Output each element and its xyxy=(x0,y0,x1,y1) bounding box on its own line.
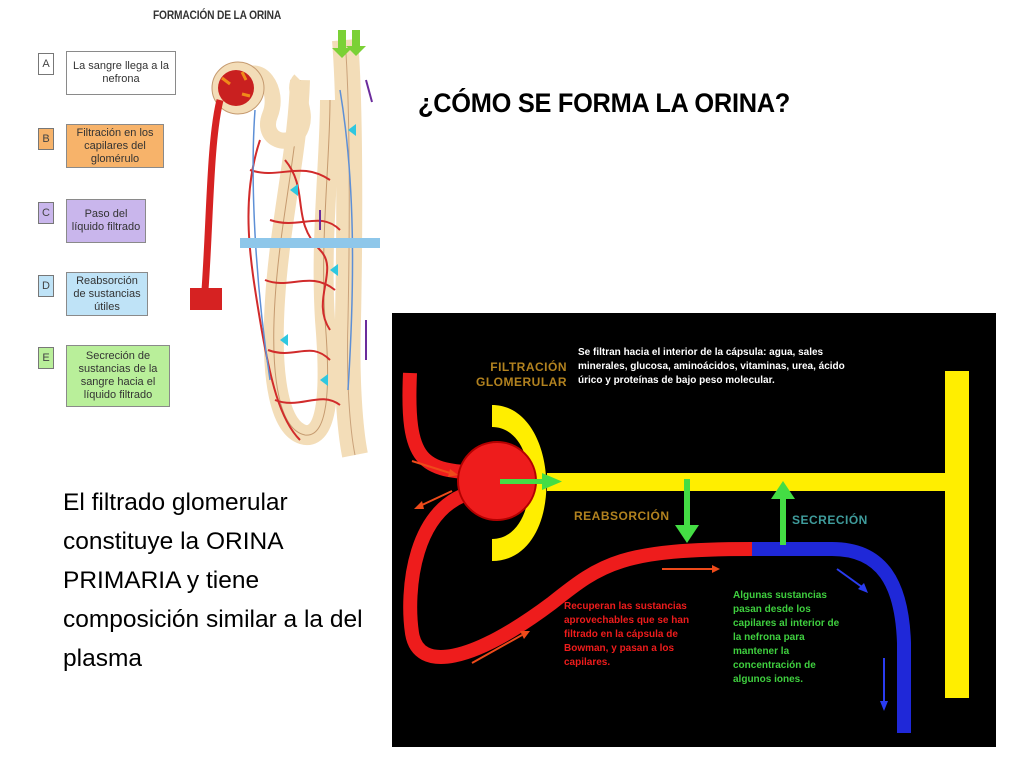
step-box-e: Secreción de sustancias de la sangre hac… xyxy=(66,345,170,407)
vein-flow-arrows xyxy=(836,568,888,711)
body-paragraph: El filtrado glomerular constituye la ORI… xyxy=(63,489,363,672)
nephron-illustration xyxy=(190,30,380,458)
step-box-c: Paso del líquido filtrado xyxy=(66,199,146,243)
vein xyxy=(752,542,911,733)
figure-title: FORMACIÓN DE LA ORINA xyxy=(153,8,282,22)
reabsorption-arrow xyxy=(675,479,699,543)
bowman-capsule xyxy=(492,405,547,561)
label-secretion: SECRECIÓN xyxy=(792,513,868,527)
page-title: ¿CÓMO SE FORMA LA ORINA? xyxy=(418,88,791,118)
label-filtration: FILTRACIÓN GLOMERULAR xyxy=(476,360,567,389)
urine-formation-figure: FORMACIÓN DE LA ORINA A La sangre llega … xyxy=(30,0,380,460)
collecting-duct xyxy=(945,371,969,698)
filtration-diagram: FILTRACIÓN GLOMERULAR REABSORCIÓN SECREC… xyxy=(392,313,996,747)
filtration-diagram-drawing xyxy=(402,371,969,733)
efferent-artery xyxy=(403,484,753,664)
step-letter-d: D xyxy=(38,275,54,297)
secretion-arrow xyxy=(771,481,795,545)
flow-arrows xyxy=(411,460,720,664)
filtration-arrow xyxy=(500,473,562,490)
label-reabsorption: REABSORCIÓN xyxy=(574,509,670,523)
step-letter-a: A xyxy=(38,53,54,75)
tubule xyxy=(547,473,957,491)
note-filtration: Se filtran hacia el interior de la cápsu… xyxy=(578,347,845,386)
step-letter-e: E xyxy=(38,347,54,369)
note-reabsorption: Recuperan las sustancias aprovechables q… xyxy=(564,601,690,668)
note-secretion: Algunas sustancias pasan desde los capil… xyxy=(733,590,840,685)
step-box-a: La sangre llega a la nefrona xyxy=(66,51,176,95)
step-box-d: Reabsorción de sustancias útiles xyxy=(66,272,148,316)
step-letter-c: C xyxy=(38,202,54,224)
step-box-b: Filtración en los capilares del glomérul… xyxy=(66,124,164,168)
step-letter-b: B xyxy=(38,128,54,150)
